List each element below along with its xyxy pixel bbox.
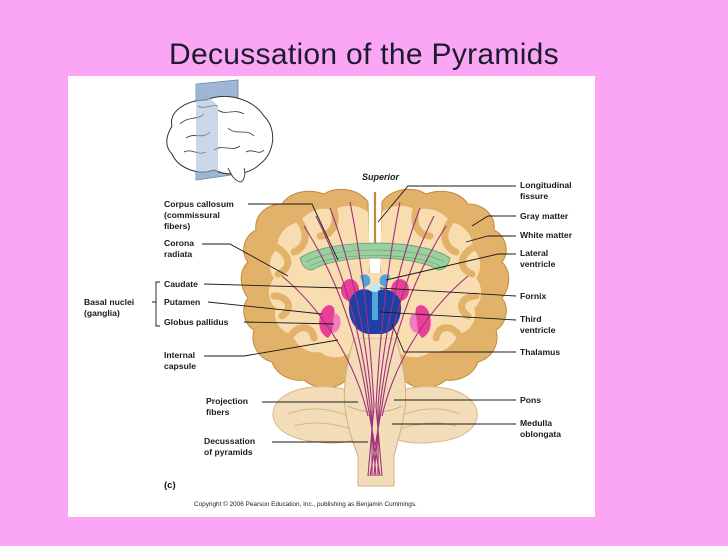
- fornix: [370, 284, 380, 292]
- globus-pallidus-left: [332, 313, 341, 333]
- slide-title: Decussation of the Pyramids: [169, 38, 559, 71]
- label-fornix: Fornix: [520, 291, 546, 301]
- left-labels: Superior Corpus callosum (commissural fi…: [84, 172, 400, 457]
- label-thalamus: Thalamus: [520, 347, 560, 357]
- panel-letter: (c): [164, 480, 176, 491]
- label-medulla-oblongata: Medulla oblongata: [520, 418, 561, 439]
- white-matter-right: [380, 205, 482, 358]
- label-lateral-ventricle: Lateral ventricle: [520, 248, 556, 269]
- label-longitudinal-fissure: Longitudinal fissure: [520, 180, 574, 201]
- label-projection-fibers: Projection fibers: [206, 396, 250, 417]
- superior-label: Superior: [362, 172, 400, 182]
- label-pons: Pons: [520, 395, 541, 405]
- putamen-right: [415, 305, 431, 338]
- putamen-left: [319, 305, 335, 338]
- label-internal-capsule: Internal capsule: [164, 350, 197, 371]
- projection-fibers: [281, 201, 469, 477]
- right-labels: Longitudinal fissure Gray matter White m…: [377, 180, 574, 439]
- label-decussation: Decussation of pyramids: [204, 436, 258, 457]
- label-corona-radiata: Corona radiata: [164, 238, 196, 259]
- lateral-ventricle: [360, 274, 390, 288]
- corpus-callosum: [299, 242, 451, 271]
- label-caudate: Caudate: [164, 279, 198, 289]
- label-gray-matter: Gray matter: [520, 211, 569, 221]
- coronal-brain-section: [240, 188, 510, 487]
- label-basal-nuclei: Basal nuclei (ganglia): [84, 297, 137, 318]
- white-matter-left: [268, 205, 370, 358]
- label-white-matter: White matter: [520, 230, 573, 240]
- label-globus-pallidus: Globus pallidus: [164, 317, 229, 327]
- brain-figure: Superior Corpus callosum (commissural fi…: [68, 76, 595, 517]
- copyright-notice: Copyright © 2006 Pearson Education, Inc.…: [194, 500, 417, 508]
- third-ventricle: [372, 290, 378, 320]
- globus-pallidus-right: [409, 313, 418, 333]
- orientation-brain-thumbnail: [166, 79, 274, 183]
- label-third-ventricle: Third ventricle: [520, 314, 556, 335]
- label-corpus-callosum: Corpus callosum (commissural fibers): [164, 199, 236, 231]
- brain-coronal-section-diagram: Superior Corpus callosum (commissural fi…: [84, 79, 574, 508]
- label-putamen: Putamen: [164, 297, 200, 307]
